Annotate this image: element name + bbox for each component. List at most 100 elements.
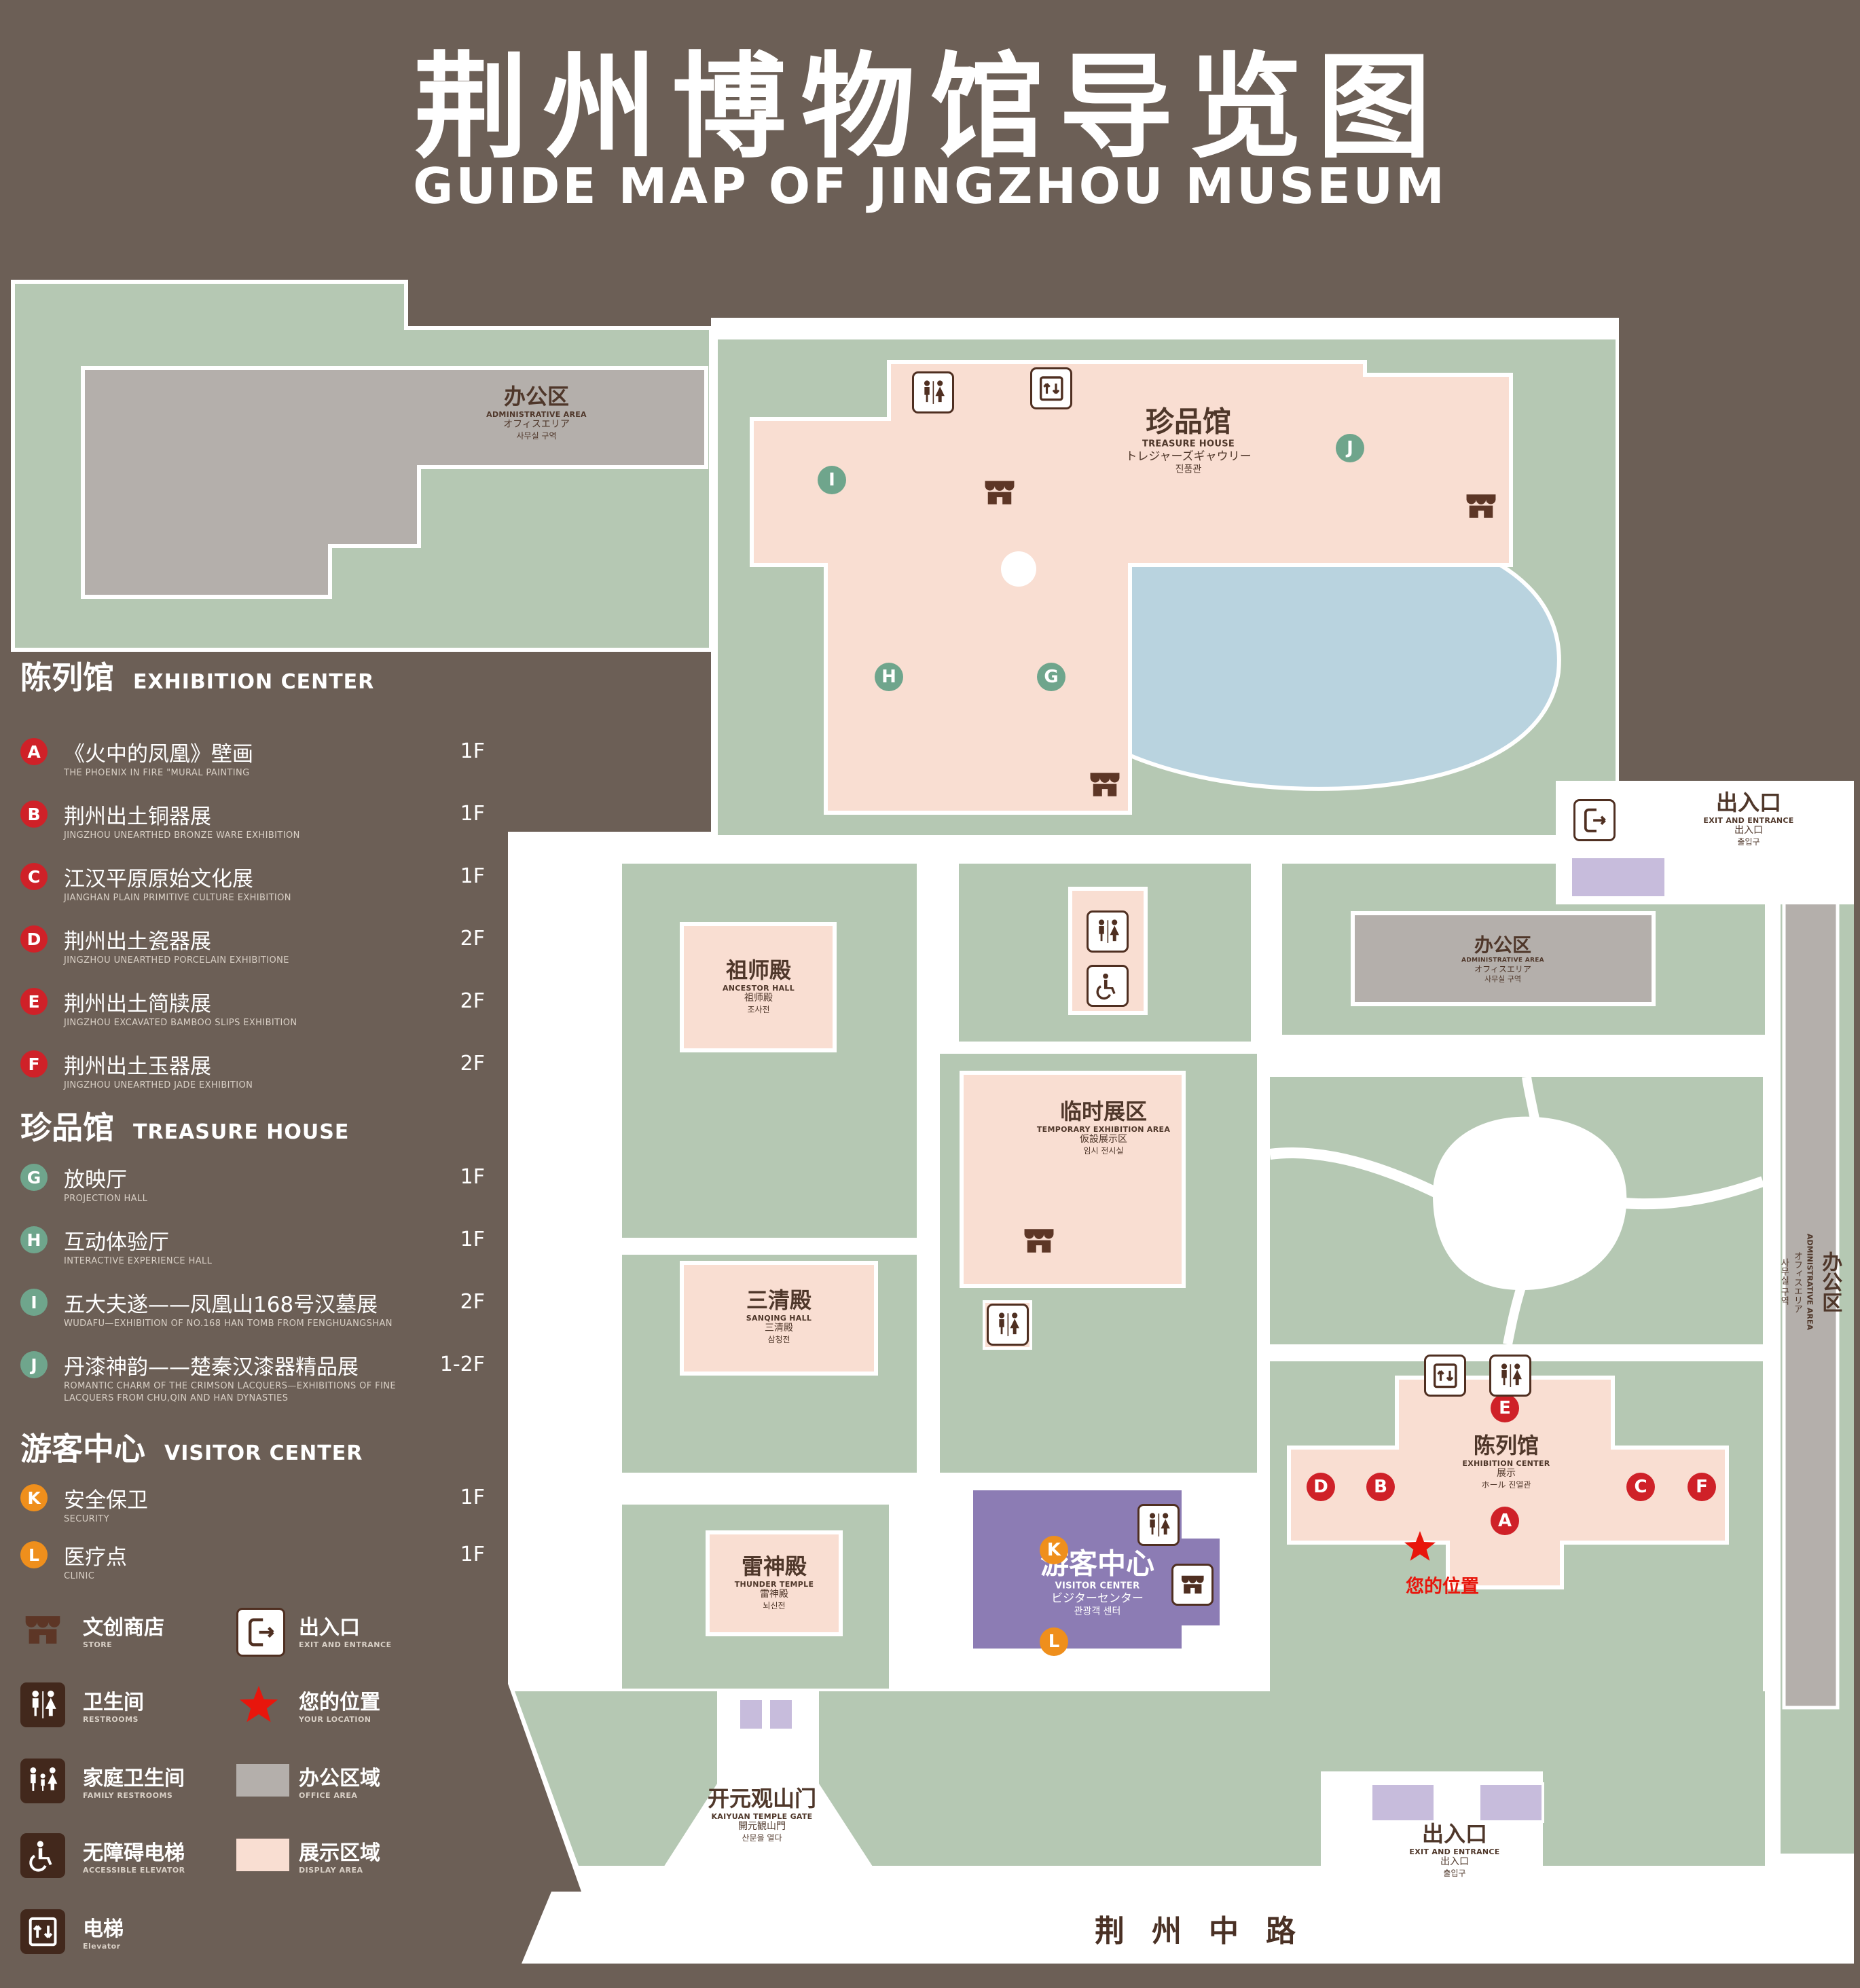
- item-floor: 1F: [460, 1543, 485, 1566]
- map-marker-G: G: [1037, 663, 1065, 691]
- elevator-icon: [1030, 367, 1072, 409]
- map-marker-H: H: [875, 663, 903, 691]
- label-jp: 雷神殿: [759, 1589, 788, 1600]
- item-floor: 2F: [460, 927, 485, 951]
- item-floor: 1F: [460, 1228, 485, 1251]
- accessible-elevator-icon: [20, 1833, 65, 1878]
- legend-item-A: A 《火中的凤凰》壁画 THE PHOENIX IN FIRE "MURAL P…: [20, 737, 492, 779]
- elevator-icon: [20, 1909, 65, 1954]
- map-marker-D: D: [1307, 1473, 1335, 1501]
- label-zh: 三清殿: [746, 1287, 812, 1313]
- item-name-en: INTERACTIVE EXPERIENCE HALL: [64, 1256, 213, 1266]
- legend-item-I: I 五大夫遂——凤凰山168号汉墓展 WUDAFU—EXHIBITION OF …: [20, 1287, 492, 1330]
- label-en: SANQING HALL: [746, 1313, 812, 1323]
- symbol-en: Elevator: [83, 1942, 121, 1951]
- legend-section-exhibition-center: 陈列馆 EXHIBITION CENTER: [20, 653, 374, 698]
- symbol-zh: 电梯: [83, 1917, 124, 1941]
- restroom-icon: [20, 1682, 65, 1727]
- label-zh: 办公区: [1818, 1251, 1842, 1312]
- garden-pond-path: [1433, 1116, 1627, 1290]
- item-floor: 1F: [460, 1165, 485, 1189]
- label-en: TEMPORARY EXHIBITION AREA: [1036, 1124, 1171, 1134]
- admin-top-left-building: [81, 366, 708, 599]
- marker-badge: E: [20, 988, 48, 1015]
- label-kr: 관광객 센터: [1074, 1606, 1121, 1617]
- sanqing-hall-building: [680, 1261, 878, 1376]
- item-floor: 2F: [460, 989, 485, 1013]
- item-floor: 1F: [460, 739, 485, 763]
- gate-path: [648, 1689, 889, 1892]
- restroom-icon: [1489, 1355, 1531, 1397]
- section-title-en: EXHIBITION CENTER: [133, 670, 375, 694]
- label-jp: オフィスエリア: [1474, 964, 1531, 974]
- section-title-zh: 游客中心: [20, 1431, 145, 1467]
- item-name-zh: 荆州出土铜器展: [64, 805, 211, 829]
- label-en: THUNDER TEMPLE: [734, 1579, 814, 1589]
- exit-bottom-label: 出入口 EXIT AND ENTRANCE 出入口 출입구: [1409, 1821, 1499, 1878]
- map-marker-K: K: [1040, 1536, 1068, 1564]
- office-area-swatch: [236, 1759, 289, 1803]
- marker-badge: C: [20, 863, 48, 890]
- map-marker-I: I: [818, 466, 846, 494]
- label-en: ANCESTOR HALL: [722, 983, 795, 993]
- map-marker-E: E: [1491, 1394, 1519, 1422]
- legend-item-D: D 荆州出土瓷器展 JINGZHOU UNEARTHED PORCELAIN E…: [20, 924, 492, 967]
- marker-badge: G: [20, 1164, 48, 1191]
- item-name-zh: 荆州出土玉器展: [64, 1054, 211, 1079]
- item-name-en: JINGZHOU UNEARTHED JADE EXHIBITION: [64, 1080, 253, 1090]
- map-marker-J: J: [1336, 434, 1364, 462]
- location-star-icon: [236, 1682, 281, 1727]
- label-jp: 出入口: [1734, 825, 1763, 836]
- label-zh: 珍品馆: [1145, 405, 1231, 439]
- gate-building-right: [767, 1697, 795, 1731]
- page-title: 荆州博物馆导览图: [414, 41, 1446, 174]
- legend-item-C: C 江汉平原原始文化展 JIANGHAN PLAIN PRIMITIVE CUL…: [20, 862, 492, 904]
- ancestor-hall-label: 祖师殿 ANCESTOR HALL 祖师殿 조사전: [723, 957, 795, 1014]
- legend-item-K: K 安全保卫 SECURITY 1F: [20, 1483, 492, 1526]
- item-name-en: THE PHOENIX IN FIRE "MURAL PAINTING: [64, 768, 250, 778]
- item-floor: 1F: [460, 1486, 485, 1509]
- kaiyuan-gate-label: 开元观山门 KAIYUAN TEMPLE GATE 開元観山門 산문을 열다: [708, 1786, 816, 1843]
- item-floor: 1F: [460, 864, 485, 888]
- marker-badge: B: [20, 800, 48, 828]
- accessible-icon: [1087, 965, 1129, 1007]
- section-title-zh: 陈列馆: [20, 659, 114, 696]
- label-kr: 출입구: [1737, 836, 1760, 847]
- legend-section-treasure-house: 珍品馆 TREASURE HOUSE: [20, 1103, 349, 1148]
- map-marker-C: C: [1626, 1473, 1655, 1501]
- legend-item-L: L 医疗点 CLINIC 1F: [20, 1540, 492, 1583]
- symbol-zh: 展示区域: [299, 1841, 380, 1865]
- item-name-en: PROJECTION HALL: [64, 1194, 148, 1204]
- restroom-icon: [1137, 1504, 1180, 1546]
- your-location-label: 您的位置: [1406, 1576, 1479, 1598]
- family-restroom-icon: [20, 1759, 65, 1803]
- exit-icon: [236, 1608, 285, 1657]
- section-title-en: VISITOR CENTER: [164, 1441, 363, 1465]
- item-name-zh: 江汉平原原始文化展: [64, 867, 253, 891]
- label-en: ADMINISTRATIVE AREA: [1461, 957, 1544, 964]
- label-kr: 사무실 구역: [1484, 974, 1522, 984]
- map-marker-F: F: [1688, 1473, 1716, 1501]
- map-marker-B: B: [1366, 1473, 1395, 1501]
- symbol-zh: 文创商店: [83, 1616, 164, 1640]
- label-en: VISITOR CENTER: [1055, 1581, 1140, 1591]
- exhibition-center-building: [1287, 1376, 1729, 1589]
- accessible-elevator-icon: [1424, 1355, 1466, 1397]
- symbol-en: RESTROOMS: [83, 1715, 139, 1724]
- treasure-house-label: 珍品馆 TREASURE HOUSE トレジャーズギャウリー 진품관: [1125, 405, 1251, 476]
- label-jp: 三清殿: [765, 1323, 793, 1334]
- label-zh: 办公区: [1474, 934, 1532, 957]
- label-kr: 사무실 구역: [516, 430, 557, 441]
- restroom-icon: [987, 1304, 1029, 1346]
- label-zh: 开元观山门: [707, 1785, 817, 1811]
- item-name-en: JIANGHAN PLAIN PRIMITIVE CULTURE EXHIBIT…: [64, 893, 291, 903]
- item-name-en: SECURITY: [64, 1514, 110, 1524]
- item-name-zh: 互动体验厅: [64, 1230, 169, 1255]
- legend-item-J: J 丹漆神韵——楚秦汉漆器精品展 ROMANTIC CHARM OF THE C…: [20, 1350, 492, 1404]
- symbol-en: YOUR LOCATION: [299, 1715, 371, 1724]
- marker-badge: D: [20, 925, 48, 953]
